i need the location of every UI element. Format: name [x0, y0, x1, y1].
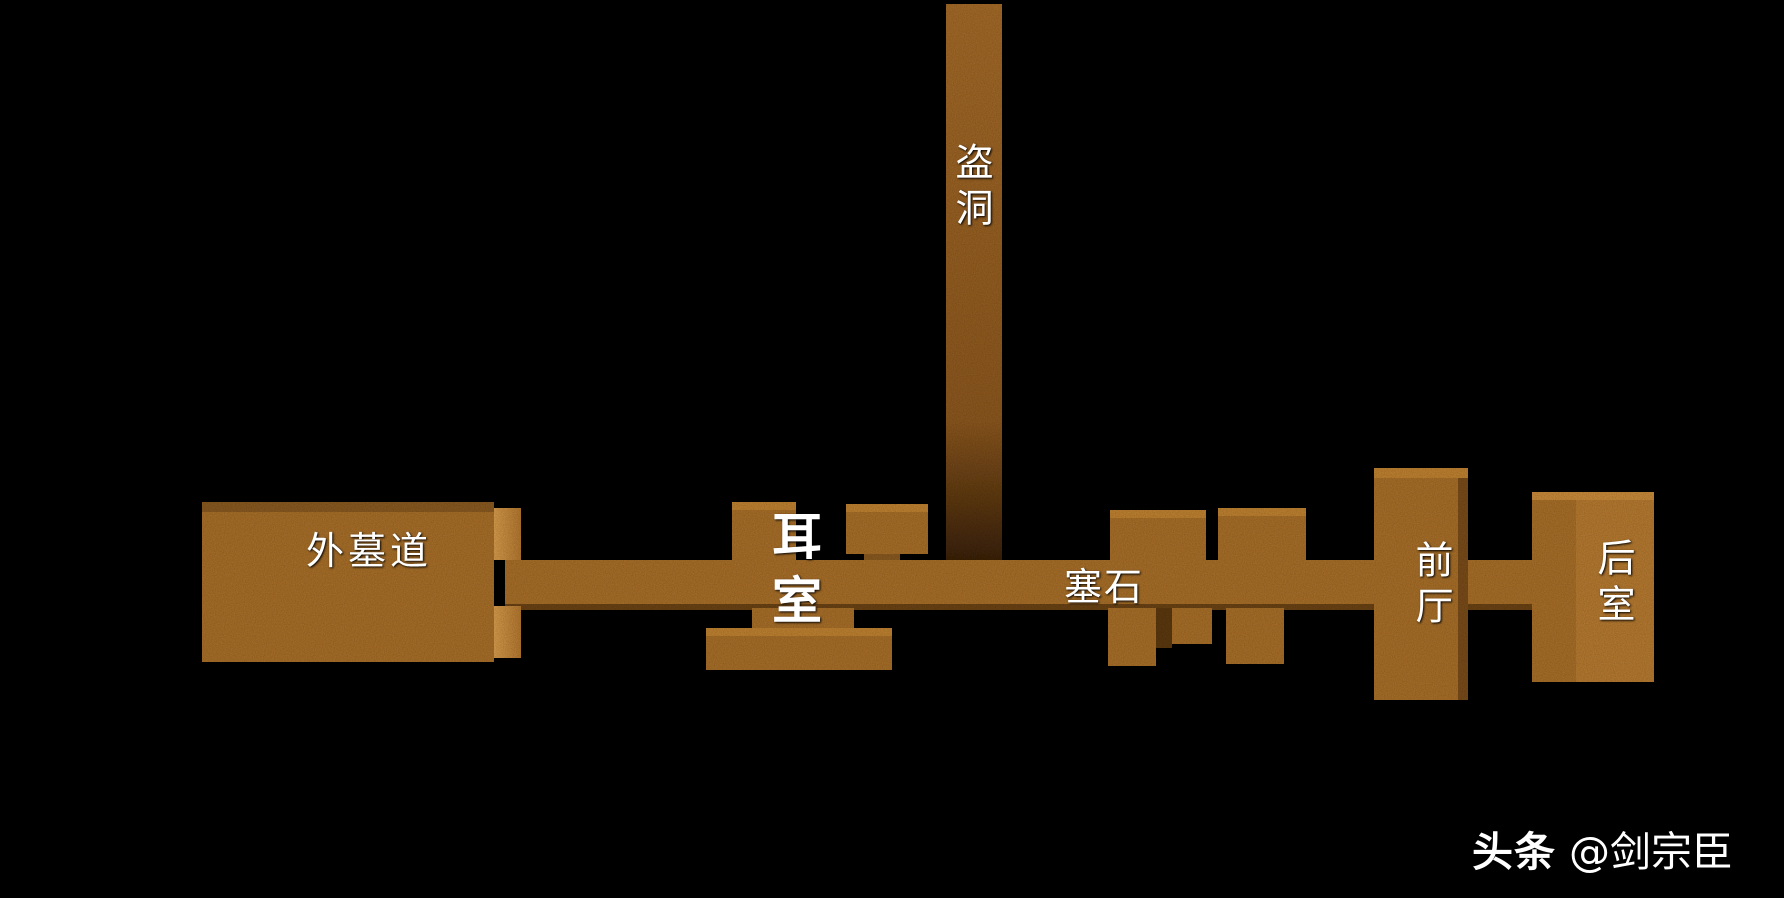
tomb-structure: [202, 4, 1654, 700]
outer-passage-top: [202, 502, 494, 512]
watermark: 头条 @剑宗臣: [1472, 818, 1733, 878]
blocking-stone-pillar-b: [1172, 608, 1212, 644]
outer-passage-label: 外墓道: [306, 529, 433, 573]
blocking-stones-label: 塞石: [1064, 565, 1145, 609]
main-corridor-shadow: [505, 604, 1605, 610]
outer-passage-block: [202, 502, 494, 662]
blocking-stone-top-right-cap: [1218, 508, 1306, 516]
ear-chamber-upper-right-top: [846, 504, 928, 512]
blocking-stone-top-left: [1110, 510, 1206, 560]
watermark-brand: 头条: [1472, 828, 1556, 876]
ear-chamber-upper-left: [732, 502, 796, 560]
ear-chamber-upper-right: [846, 504, 928, 554]
blocking-stone-shadow: [1156, 608, 1172, 648]
front-hall-label: 前厅: [1409, 540, 1453, 632]
blocking-stone-top-right: [1218, 508, 1306, 560]
front-hall-block: [1374, 468, 1468, 700]
robbers-tunnel-shaft: [946, 4, 1002, 560]
ear-chamber-upper-right-stem: [864, 554, 900, 560]
rear-chamber-face: [1576, 492, 1654, 682]
front-hall-shadow: [1458, 478, 1468, 700]
robbers-tunnel-label: 盗洞: [949, 142, 993, 234]
ear-chamber-lower-block-top: [706, 628, 892, 636]
ear-chamber-label: 耳室: [764, 510, 823, 638]
outer-passage-side-lower: [494, 606, 521, 658]
outer-passage-side-upper: [494, 508, 521, 560]
blocking-stone-pillar-c: [1226, 608, 1284, 664]
ear-chamber-lower-stem: [752, 608, 854, 628]
blocking-stone-top-left-cap: [1110, 510, 1206, 518]
blocking-stone-pillar-a: [1108, 608, 1156, 666]
watermark-handle: @剑宗臣: [1569, 828, 1734, 876]
ear-chamber-upper-left-top: [732, 502, 796, 510]
front-hall-top: [1374, 468, 1468, 478]
rear-chamber-label: 后室: [1591, 538, 1635, 630]
rear-chamber-top: [1532, 492, 1654, 500]
